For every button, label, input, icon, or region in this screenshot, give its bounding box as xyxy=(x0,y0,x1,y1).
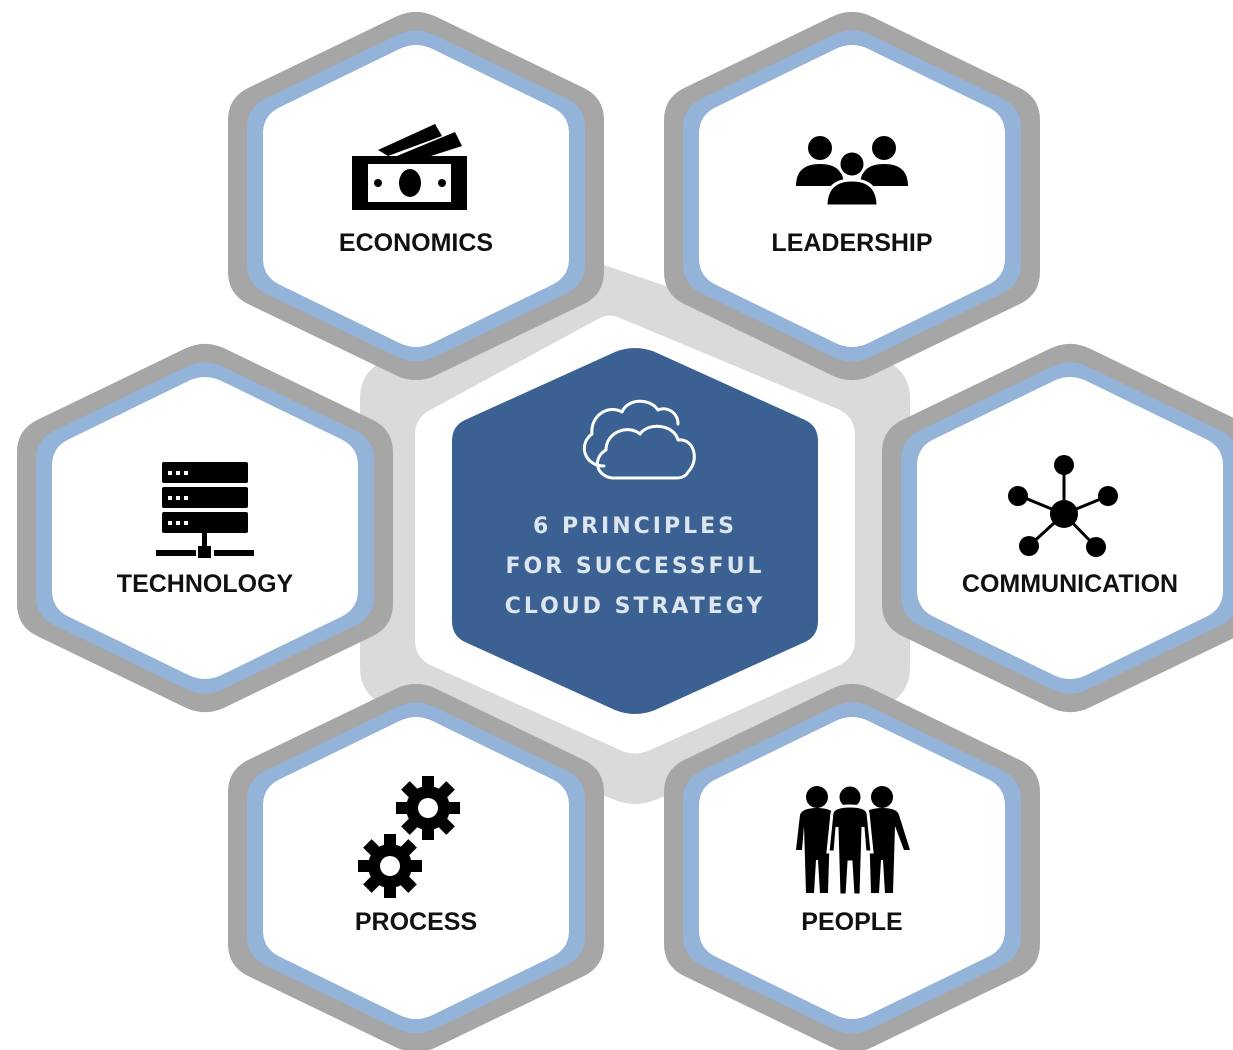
principle-label: LEADERSHIP xyxy=(771,229,932,257)
principle-hexagon-economics: ECONOMICS xyxy=(228,11,604,381)
principle-label: COMMUNICATION xyxy=(962,570,1178,598)
principle-label: PROCESS xyxy=(355,908,477,936)
principle-hexagon-people: PEOPLE xyxy=(664,683,1040,1050)
principle-hexagon-process: PROCESS xyxy=(228,683,604,1050)
principle-label: TECHNOLOGY xyxy=(117,570,294,598)
cloud-icon xyxy=(582,399,696,480)
hex-fill xyxy=(917,377,1223,679)
center-title-line-2: FOR SUCCESSFUL xyxy=(506,554,765,579)
center-hexagon: 6 PRINCIPLES FOR SUCCESSFUL CLOUD STRATE… xyxy=(452,348,818,714)
principle-hexagon-leadership: LEADERSHIP xyxy=(664,11,1040,381)
principle-label: ECONOMICS xyxy=(339,229,493,257)
center-title-line-3: CLOUD STRATEGY xyxy=(505,594,766,619)
principle-hexagon-technology: TECHNOLOGY xyxy=(17,343,393,713)
center-hex-shape xyxy=(452,348,818,714)
principle-label: PEOPLE xyxy=(801,908,902,936)
center-title-line-1: 6 PRINCIPLES xyxy=(533,514,737,539)
principle-hexagon-communication: COMMUNICATION xyxy=(882,343,1233,713)
